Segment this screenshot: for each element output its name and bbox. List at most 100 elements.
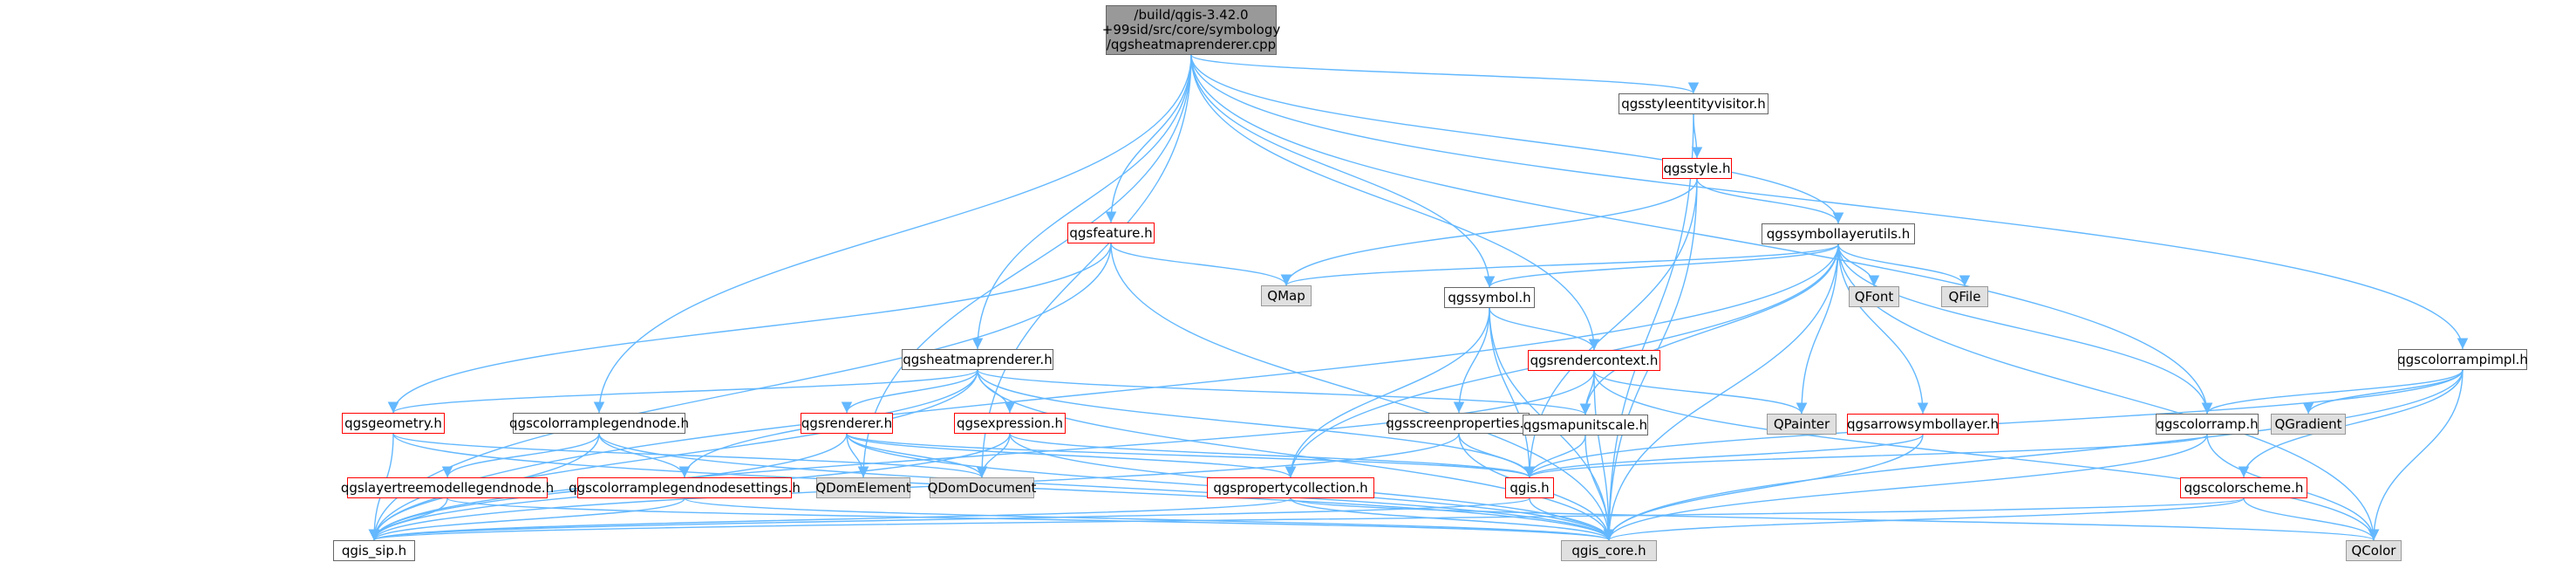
edge-qgis-to-qgis_sip	[369, 497, 1530, 541]
edge-colorramp-to-qgis	[1524, 434, 2208, 478]
edge-symbol-to-propertycollection	[1285, 307, 1490, 478]
edge-heatmaprenderer-to-geometry	[388, 369, 978, 414]
edge-feature-to-qgis_core	[1110, 243, 1615, 541]
edge-arrowsymbollayer-to-qgis_core	[1603, 434, 1924, 541]
node-propertycollection[interactable]: qgspropertycollection.h	[1207, 477, 1374, 498]
edge-heatmaprenderer-to-mapunitscale	[977, 369, 1591, 415]
edge-symbol-to-qgis	[1489, 307, 1536, 478]
edge-rendercontext-to-qpainter	[1593, 370, 1808, 415]
edge-root-to-symbollayerutils	[1190, 54, 1844, 224]
edge-propertycollection-to-qcolor	[1290, 497, 2379, 541]
node-rendercontext[interactable]: qgsrendercontext.h	[1528, 350, 1660, 371]
node-colorramp[interactable]: qgscolorramp.h	[2156, 414, 2259, 435]
edge-symbollayerutils-to-qmap	[1281, 243, 1839, 286]
edge-style-to-qmap	[1280, 178, 1698, 286]
edge-symbollayerutils-to-mapunitscale	[1579, 243, 1839, 415]
node-qcolor[interactable]: QColor	[2346, 540, 2402, 561]
node-qgradient[interactable]: QGradient	[2271, 414, 2346, 435]
edge-symbollayerutils-to-symbol	[1483, 243, 1839, 288]
edge-colorramplegendnode-to-colorramplegendnodesettings	[598, 433, 691, 478]
node-mapunitscale[interactable]: qgsmapunitscale.h	[1523, 415, 1648, 435]
edge-heatmaprenderer-to-qgis_core	[977, 369, 1615, 541]
edge-renderer-to-propertycollection	[846, 433, 1297, 478]
node-colorramplegendnodesettings[interactable]: qgscolorramplegendnodesettings.h	[569, 477, 801, 498]
node-root[interactable]: /build/qgis-3.42.0 +99sid/src/core/symbo…	[1102, 5, 1280, 55]
node-screenproperties[interactable]: qgsscreenproperties.h	[1386, 413, 1532, 434]
node-expression[interactable]: qgsexpression.h	[954, 413, 1066, 434]
node-style[interactable]: qgsstyle.h	[1662, 158, 1732, 179]
edge-expression-to-qgis	[1009, 433, 1535, 478]
edge-renderer-to-qdomelement	[846, 433, 869, 478]
edge-feature-to-geometry	[387, 243, 1112, 414]
node-qdomdocument[interactable]: QDomDocument	[928, 477, 1036, 498]
edge-symbol-to-rendercontext	[1489, 307, 1600, 351]
node-qfont[interactable]: QFont	[1849, 286, 1899, 307]
node-symbol[interactable]: qgssymbol.h	[1444, 287, 1535, 308]
edge-symbollayerutils-to-colorramp	[1837, 243, 2213, 415]
edge-arrowsymbollayer-to-qgis	[1523, 434, 1924, 478]
edge-colorramplegendnode-to-layertreemodellegendnode	[441, 433, 600, 478]
edge-rendercontext-to-qgis_core	[1593, 370, 1615, 541]
edge-root-to-rendercontext	[1190, 54, 1600, 351]
node-qmap[interactable]: QMap	[1261, 285, 1312, 306]
node-colorramplegendnode[interactable]: qgscolorramplegendnode.h	[509, 413, 689, 434]
node-qgis[interactable]: qgis.h	[1505, 477, 1554, 498]
node-symbollayerutils[interactable]: qgssymbollayerutils.h	[1762, 223, 1915, 244]
edge-root-to-feature	[1105, 54, 1192, 223]
edge-colorscheme-to-qgis_core	[1604, 497, 2245, 541]
edge-root-to-colorramp	[1190, 54, 2213, 415]
edge-symbollayerutils-to-qgis_core	[1603, 243, 1839, 541]
node-renderer[interactable]: qgsrenderer.h	[801, 413, 893, 434]
edge-symbollayerutils-to-qpainter	[1796, 243, 1839, 415]
node-heatmaprenderer[interactable]: qgsheatmaprenderer.h	[902, 349, 1053, 370]
node-arrowsymbollayer[interactable]: qgsarrowsymbollayer.h	[1847, 414, 1999, 435]
edge-colorscheme-to-qcolor	[2243, 497, 2380, 541]
edge-symbollayerutils-to-qfile	[1837, 243, 1971, 287]
node-qpainter[interactable]: QPainter	[1767, 414, 1837, 435]
edge-rendercontext-to-qcolor	[1593, 370, 2380, 541]
node-layertreemodellegendnode[interactable]: qgslayertreemodellegendnode.h	[341, 477, 554, 498]
node-qdomelement[interactable]: QDomElement	[815, 477, 911, 498]
edge-symbol-to-screenproperties	[1453, 307, 1490, 414]
edge-geometry-to-qdomdocument	[392, 433, 987, 478]
edge-screenproperties-to-qgis_sip	[368, 433, 1460, 541]
node-feature[interactable]: qgsfeature.h	[1067, 223, 1155, 243]
node-colorscheme[interactable]: qgscolorscheme.h	[2180, 477, 2307, 498]
node-qfile[interactable]: QFile	[1941, 286, 1988, 307]
edge-root-to-heatmaprenderer	[971, 54, 1192, 350]
node-styleentityvisitor[interactable]: qgsstyleentityvisitor.h	[1619, 93, 1768, 114]
edge-colorscheme-to-qgis_sip	[369, 497, 2245, 541]
edge-colorrampimpl-to-qcolor	[2368, 369, 2464, 541]
edge-root-to-qdomdocument	[976, 54, 1192, 478]
edge-mapunitscale-to-qgis_core	[1584, 435, 1615, 541]
edge-style-to-symbollayerutils	[1696, 178, 1844, 224]
edge-expression-to-qdomdocument	[976, 433, 1011, 478]
edge-root-to-colorramplegendnode	[593, 54, 1192, 414]
edge-symbollayerutils-to-arrowsymbollayer	[1837, 243, 1929, 415]
node-qgis-sip[interactable]: qgis_sip.h	[333, 540, 415, 561]
edge-root-to-styleentityvisitor	[1190, 54, 1699, 94]
edge-root-to-symbol	[1190, 54, 1496, 288]
edge-colorramplegendnodesettings-to-qgis_sip	[368, 497, 685, 541]
node-geometry[interactable]: qgsgeometry.h	[342, 413, 445, 434]
edge-colorrampimpl-to-colorscheme	[2238, 369, 2464, 478]
edge-feature-to-qmap	[1110, 243, 1292, 286]
edge-propertycollection-to-qgis_sip	[369, 497, 1291, 541]
edge-colorramplegendnodesettings-to-qgis_core	[684, 497, 1614, 541]
node-colorrampimpl[interactable]: qgscolorrampimpl.h	[2397, 349, 2528, 370]
node-qgis-core[interactable]: qgis_core.h	[1561, 540, 1657, 561]
edge-colorrampimpl-to-qgis_core	[1603, 369, 2464, 541]
edge-root-to-qdomelement	[857, 54, 1192, 478]
edge-colorrampimpl-to-colorramp	[2201, 369, 2464, 415]
edge-root-to-colorrampimpl	[1190, 54, 2469, 350]
edge-layertreemodellegendnode-to-qgis_core	[446, 497, 1614, 541]
edge-colorramplegendnode-to-qgis_core	[598, 433, 1615, 541]
edge-heatmaprenderer-to-renderer	[841, 369, 978, 414]
edge-colorramp-to-qgis_core	[1603, 434, 2208, 541]
edge-propertycollection-to-qgis_core	[1290, 497, 1615, 541]
edge-mapunitscale-to-qgis	[1523, 435, 1586, 478]
edge-rendercontext-to-mapunitscale	[1579, 370, 1595, 415]
edge-renderer-to-qgis	[846, 433, 1535, 478]
